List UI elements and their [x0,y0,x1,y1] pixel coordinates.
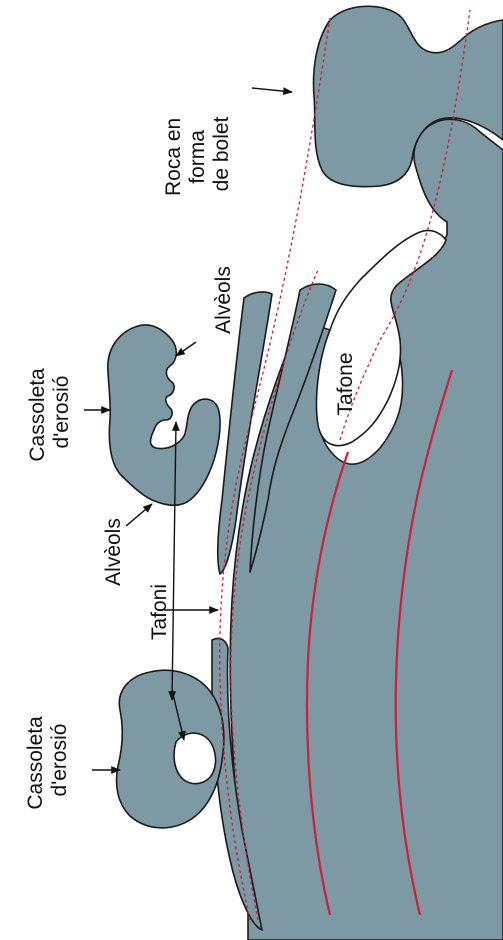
label-roca-line-3: de bolet [210,116,233,191]
cassoleta-rock-upper [108,325,220,505]
label-cassoleta-top-line-1: Cassoleta [26,368,49,462]
label-roca-en-forma-de-bolet: Roca en forma de bolet [162,112,233,196]
arrow-alveols-top [176,342,196,356]
label-roca-line-2: forma [186,130,209,184]
label-cassoleta-bottom-line-1: Cassoleta [24,716,47,810]
label-cassoleta-top-line-2: d'erosió [50,376,73,449]
label-cassoleta-top: Cassoleta d'erosió [26,362,73,461]
arrow-alveols-left [126,504,152,526]
cassoleta-hollow-lower [174,733,215,784]
main-rock-body [230,119,503,940]
label-alveols-top: Alvèols [212,266,235,334]
arrow-roca-bolet [252,88,292,92]
label-roca-line-1: Roca en [162,118,185,196]
label-cassoleta-bottom-line-2: d'erosió [48,724,71,797]
label-tafoni: Tafoni [148,584,171,640]
label-alveols-left: Alvèols [102,518,125,586]
label-cassoleta-bottom: Cassoleta d'erosió [24,710,71,809]
label-tafone: Tafone [334,352,357,415]
